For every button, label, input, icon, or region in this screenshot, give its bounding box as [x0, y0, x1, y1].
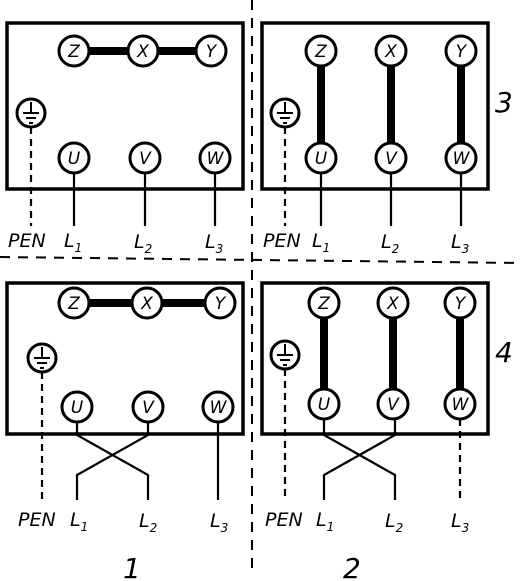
terminal-x: X — [376, 286, 410, 320]
label-l3: L3 — [451, 510, 469, 535]
svg-text:V: V — [387, 395, 400, 415]
wire-l2-crossed — [75, 420, 150, 500]
terminal-box — [260, 281, 490, 436]
label-l1: L1 — [316, 509, 334, 534]
terminal-y: Y — [444, 34, 478, 68]
terminal-x: X — [130, 286, 164, 320]
terminal-x: X — [374, 34, 408, 68]
terminal-v: V — [131, 390, 165, 424]
label-l2: L2 — [134, 231, 152, 256]
label-pen: PEN — [8, 230, 46, 252]
terminal-v: V — [376, 387, 410, 421]
terminal-u: U — [304, 141, 338, 175]
svg-text:Y: Y — [215, 294, 227, 314]
label-l3: L3 — [205, 231, 223, 256]
panel-top-left: Z X Y U V W PEN L1 L2 L3 — [5, 21, 245, 256]
terminal-box — [5, 21, 245, 191]
label-l2: L2 — [385, 510, 403, 535]
terminal-z: Z — [304, 34, 338, 68]
svg-text:V: V — [385, 149, 398, 169]
terminal-z: Z — [57, 34, 91, 68]
terminal-u: U — [307, 387, 341, 421]
terminal-y: Y — [443, 286, 477, 320]
terminal-u: U — [60, 390, 94, 424]
panel-number-4: 4 — [495, 336, 513, 369]
svg-text:W: W — [453, 149, 471, 169]
terminal-v: V — [128, 141, 162, 175]
terminal-y: Y — [194, 34, 228, 68]
label-l1: L1 — [312, 230, 330, 255]
svg-text:X: X — [386, 294, 399, 314]
ground-symbol — [26, 342, 58, 374]
label-l2: L2 — [139, 510, 157, 535]
horizontal-separator — [0, 256, 521, 264]
svg-text:V: V — [142, 398, 155, 418]
svg-text:W: W — [210, 398, 228, 418]
svg-text:Z: Z — [317, 294, 330, 314]
svg-text:U: U — [315, 149, 328, 169]
panel-number-3: 3 — [495, 86, 513, 119]
panel-top-right: Z X Y U V W 3 PEN L1 L2 L3 — [260, 21, 513, 256]
svg-text:Z: Z — [314, 42, 327, 62]
terminal-box — [5, 281, 245, 436]
terminal-z: Z — [57, 286, 91, 320]
terminal-v: V — [374, 141, 408, 175]
label-pen: PEN — [265, 509, 303, 531]
svg-text:Z: Z — [67, 42, 80, 62]
svg-text:X: X — [384, 42, 397, 62]
svg-text:Y: Y — [455, 294, 467, 314]
svg-text:W: W — [452, 395, 470, 415]
svg-text:V: V — [139, 149, 152, 169]
label-l3: L3 — [451, 231, 469, 256]
svg-text:Z: Z — [67, 294, 80, 314]
terminal-y: Y — [203, 286, 237, 320]
column-number-2: 2 — [343, 552, 361, 581]
wire-l1-crossed — [322, 419, 397, 500]
terminal-w: W — [201, 390, 235, 424]
svg-text:Y: Y — [456, 42, 468, 62]
column-number-1: 1 — [123, 552, 141, 581]
svg-text:W: W — [207, 149, 225, 169]
label-l1: L1 — [70, 509, 88, 534]
terminal-box — [260, 21, 490, 191]
terminal-w: W — [443, 387, 477, 421]
svg-text:X: X — [136, 42, 149, 62]
panel-bottom-right: Z X Y U V W 4 PEN L1 L2 L3 2 — [260, 281, 513, 581]
terminal-z: Z — [307, 286, 341, 320]
svg-text:X: X — [140, 294, 153, 314]
panel-bottom-left: Z X Y U V W PEN L1 L2 L3 1 — [5, 281, 245, 581]
terminal-u: U — [57, 141, 91, 175]
label-pen: PEN — [18, 509, 56, 531]
svg-text:U: U — [318, 395, 331, 415]
label-pen: PEN — [263, 230, 301, 252]
svg-text:U: U — [68, 149, 81, 169]
ground-symbol — [15, 97, 47, 129]
label-l3: L3 — [210, 510, 228, 535]
terminal-x: X — [126, 34, 160, 68]
terminal-w: W — [198, 141, 232, 175]
svg-text:U: U — [71, 398, 84, 418]
label-l2: L2 — [381, 231, 399, 256]
svg-text:Y: Y — [206, 42, 218, 62]
wire-l2-crossed — [322, 419, 397, 500]
label-l1: L1 — [64, 230, 82, 255]
ground-symbol — [269, 339, 301, 371]
ground-symbol — [269, 97, 301, 129]
wire-l1-crossed — [75, 420, 150, 500]
terminal-w: W — [444, 141, 478, 175]
